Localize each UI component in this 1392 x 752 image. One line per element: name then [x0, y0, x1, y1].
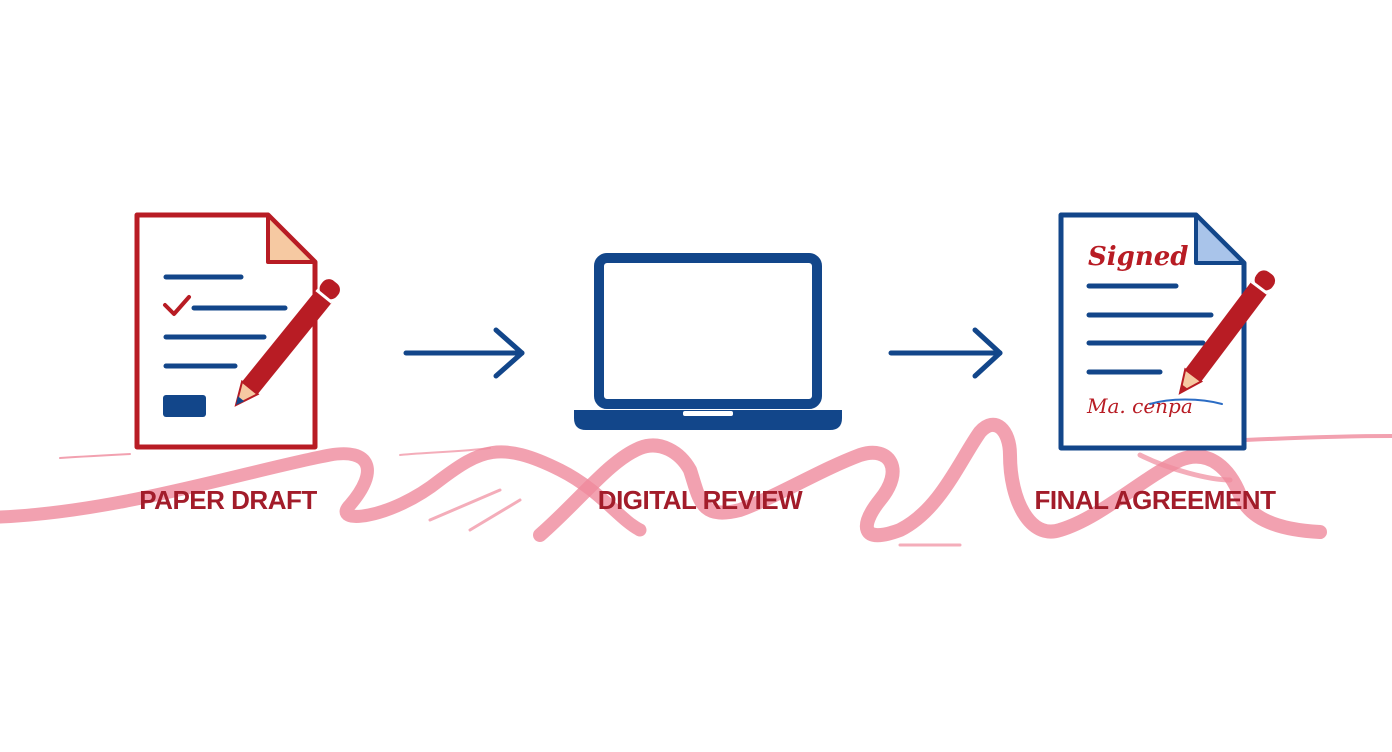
right-arrow-icon [888, 327, 1003, 379]
step-label-digital-review: DIGITAL REVIEW [597, 485, 803, 515]
pencil-icon [234, 279, 340, 407]
laptop-icon [574, 253, 842, 430]
pink-scribble-decoration [0, 417, 1392, 547]
pencil-icon [1178, 270, 1276, 395]
right-arrow-icon [403, 327, 525, 379]
paper-document-with-pencil-icon [134, 212, 340, 450]
signed-heading: Signed [1088, 242, 1188, 272]
step-label-final-agreement: FINAL AGREEMENT [1034, 485, 1276, 515]
signed-document-with-pencil-icon: Signed Ma. cenpa [1058, 212, 1276, 451]
step-label-paper-draft: PAPER DRAFT [139, 485, 317, 515]
signature-text: Ma. cenpa [1086, 394, 1193, 418]
signature-underline [1149, 398, 1223, 405]
